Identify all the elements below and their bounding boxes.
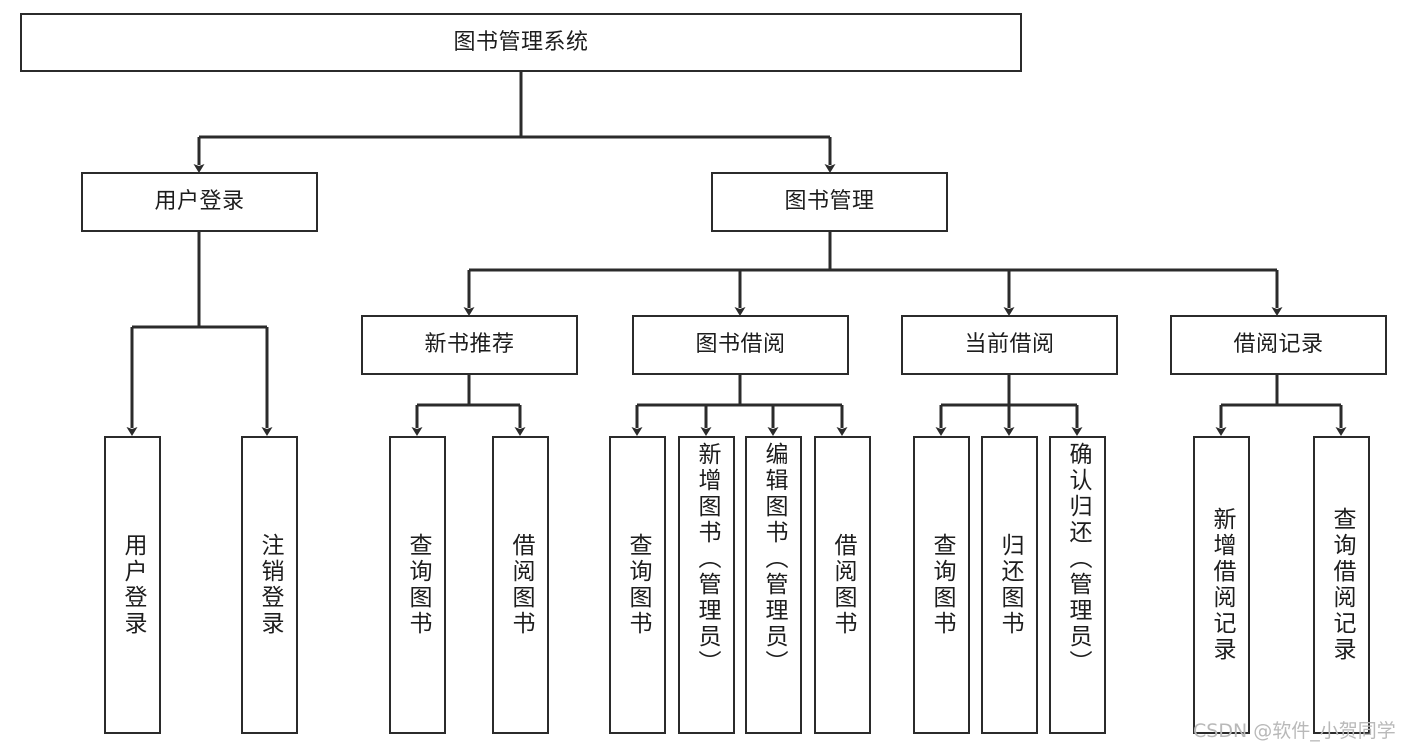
- node-borrow-record-label: 借阅记录: [1233, 332, 1324, 358]
- leaf-add-book-label: 新增图书（管理员）: [694, 442, 720, 676]
- node-book-manage[interactable]: 图书管理: [711, 172, 948, 232]
- leaf-confirm-return-label: 确认归还（管理员）: [1065, 442, 1091, 676]
- node-new-book-recommend-label: 新书推荐: [424, 332, 515, 358]
- node-book-borrow[interactable]: 图书借阅: [632, 315, 849, 375]
- leaf-query-book-3-label: 查询图书: [929, 533, 955, 637]
- csdn-watermark: CSDN @软件_小贺同学: [1193, 720, 1396, 742]
- node-root-label: 图书管理系统: [453, 29, 589, 55]
- leaf-confirm-return[interactable]: 确认归还（管理员）: [1049, 436, 1106, 734]
- leaf-query-book-2[interactable]: 查询图书: [609, 436, 666, 734]
- leaf-logout-label: 注销登录: [257, 533, 283, 637]
- node-user-login[interactable]: 用户登录: [81, 172, 318, 232]
- leaf-query-book-3[interactable]: 查询图书: [913, 436, 970, 734]
- leaf-add-record[interactable]: 新增借阅记录: [1193, 436, 1250, 734]
- node-user-login-label: 用户登录: [154, 189, 245, 215]
- leaf-query-record-label: 查询借阅记录: [1329, 507, 1355, 663]
- leaf-user-login-label: 用户登录: [120, 533, 146, 637]
- leaf-query-book-1[interactable]: 查询图书: [389, 436, 446, 734]
- leaf-return-book-label: 归还图书: [997, 533, 1023, 637]
- leaf-return-book[interactable]: 归还图书: [981, 436, 1038, 734]
- leaf-user-login[interactable]: 用户登录: [104, 436, 161, 734]
- leaf-add-book[interactable]: 新增图书（管理员）: [678, 436, 735, 734]
- leaf-edit-book[interactable]: 编辑图书（管理员）: [745, 436, 802, 734]
- node-current-borrow-label: 当前借阅: [964, 332, 1055, 358]
- leaf-borrow-book-2-label: 借阅图书: [830, 533, 856, 637]
- leaf-query-record[interactable]: 查询借阅记录: [1313, 436, 1370, 734]
- node-book-borrow-label: 图书借阅: [695, 332, 786, 358]
- leaf-borrow-book-2[interactable]: 借阅图书: [814, 436, 871, 734]
- node-borrow-record[interactable]: 借阅记录: [1170, 315, 1387, 375]
- leaf-query-book-2-label: 查询图书: [625, 533, 651, 637]
- leaf-logout[interactable]: 注销登录: [241, 436, 298, 734]
- leaf-add-record-label: 新增借阅记录: [1209, 507, 1235, 663]
- leaf-borrow-book-1-label: 借阅图书: [508, 533, 534, 637]
- node-root[interactable]: 图书管理系统: [20, 13, 1022, 72]
- node-current-borrow[interactable]: 当前借阅: [901, 315, 1118, 375]
- node-new-book-recommend[interactable]: 新书推荐: [361, 315, 578, 375]
- leaf-query-book-1-label: 查询图书: [405, 533, 431, 637]
- node-book-manage-label: 图书管理: [784, 189, 875, 215]
- leaf-edit-book-label: 编辑图书（管理员）: [761, 442, 787, 676]
- leaf-borrow-book-1[interactable]: 借阅图书: [492, 436, 549, 734]
